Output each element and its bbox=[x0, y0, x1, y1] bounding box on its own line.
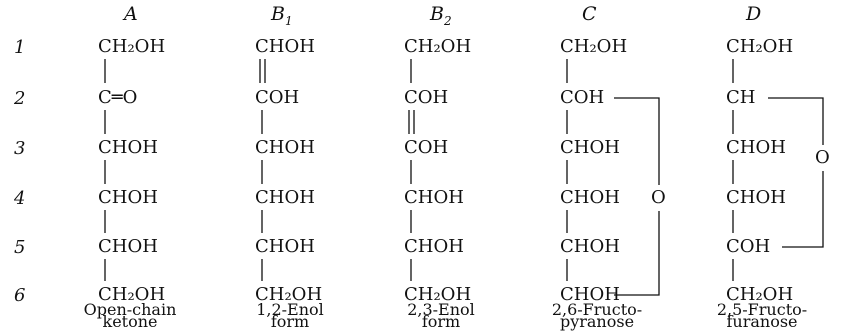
col-a-carbon-1: CH₂OH bbox=[98, 36, 166, 57]
col-d-carbon-6: CH₂OH bbox=[726, 284, 794, 305]
column-header-b2: B2 bbox=[430, 3, 452, 28]
col-b2-carbon-4: CHOH bbox=[404, 187, 464, 208]
col-b2-carbon-2: COH bbox=[404, 87, 449, 108]
col-d-ring-bracket-bottom bbox=[782, 171, 824, 248]
col-d-ring-bracket-top bbox=[768, 97, 824, 145]
col-d-carbon-5: COH bbox=[726, 236, 771, 257]
column-header-d: D bbox=[746, 3, 762, 25]
col-d-ring-oxygen: O bbox=[815, 147, 830, 168]
row-number-4: 4 bbox=[14, 188, 26, 209]
col-c-carbon-5: CHOH bbox=[560, 236, 620, 257]
col-c-carbon-6: CHOH bbox=[560, 284, 620, 305]
col-b2-carbon-5: CHOH bbox=[404, 236, 464, 257]
col-c-carbon-1: CH₂OH bbox=[560, 36, 628, 57]
col-a-carbon-5: CHOH bbox=[98, 236, 158, 257]
col-a-carbon-2: C═O bbox=[98, 87, 138, 108]
col-d-carbon-3: CHOH bbox=[726, 137, 786, 158]
col-d-carbon-1: CH₂OH bbox=[726, 36, 794, 57]
col-a-carbon-3: CHOH bbox=[98, 137, 158, 158]
column-header-b1: B1 bbox=[271, 3, 293, 28]
col-b1-caption-line-1: 1,2-Enol bbox=[256, 300, 324, 319]
col-b1-carbon-6: CH₂OH bbox=[255, 284, 323, 305]
col-b1-carbon-4: CHOH bbox=[255, 187, 315, 208]
col-d-carbon-4: CHOH bbox=[726, 187, 786, 208]
row-number-1: 1 bbox=[14, 37, 26, 58]
column-header-a: A bbox=[124, 3, 138, 25]
col-c-carbon-2: COH bbox=[560, 87, 605, 108]
col-c-carbon-4: CHOH bbox=[560, 187, 620, 208]
col-b1-carbon-1: CHOH bbox=[255, 36, 315, 57]
column-header-c: C bbox=[582, 3, 597, 25]
col-b2-carbon-3: COH bbox=[404, 137, 449, 158]
col-c-caption-line-1: 2,6-Fructo- bbox=[551, 300, 643, 319]
col-c-ring-oxygen: O bbox=[651, 187, 666, 208]
col-d-carbon-2: CH bbox=[726, 87, 756, 108]
col-b2-caption-line-1: 2,3-Enol bbox=[407, 300, 475, 319]
col-b1-carbon-3: CHOH bbox=[255, 137, 315, 158]
row-number-5: 5 bbox=[14, 237, 26, 258]
col-d-caption-line-1: 2,5-Fructo- bbox=[716, 300, 808, 319]
row-number-6: 6 bbox=[14, 285, 26, 306]
row-number-2: 2 bbox=[14, 88, 26, 109]
row-number-3: 3 bbox=[14, 138, 26, 159]
col-b1-carbon-2: COH bbox=[255, 87, 300, 108]
col-b2-carbon-1: CH₂OH bbox=[404, 36, 472, 57]
col-c-ring-bracket-top bbox=[614, 97, 660, 185]
col-c-carbon-3: CHOH bbox=[560, 137, 620, 158]
col-a-carbon-4: CHOH bbox=[98, 187, 158, 208]
col-a-carbon-6: CH₂OH bbox=[98, 284, 166, 305]
col-a-caption-line-1: Open-chain bbox=[83, 300, 177, 319]
col-b1-carbon-5: CHOH bbox=[255, 236, 315, 257]
col-c-ring-bracket-bottom bbox=[614, 211, 660, 296]
col-b2-carbon-6: CH₂OH bbox=[404, 284, 472, 305]
